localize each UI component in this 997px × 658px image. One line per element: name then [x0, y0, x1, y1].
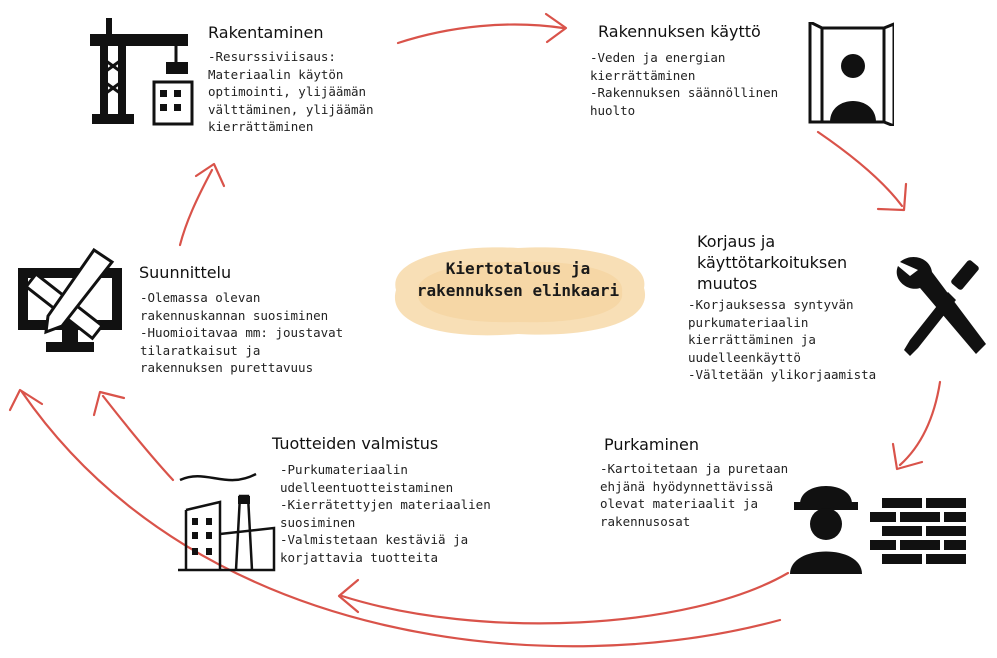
arrow-use-to-repair — [816, 130, 904, 208]
stage-items-suunnittelu: -Olemassa olevan rakennuskannan suosimin… — [140, 289, 343, 377]
stage-items-valmistus: -Purkumateriaalin udelleentuotteistamine… — [280, 461, 491, 566]
stage-title-suunnittelu: Suunnittelu — [139, 263, 232, 282]
stage-item: -Kartoitetaan ja puretaan ehjänä hyödynn… — [600, 461, 789, 529]
arrow-head-manufacturing-to-design — [92, 390, 126, 417]
stage-title-purkaminen: Purkaminen — [604, 435, 700, 454]
arrow-head-use-to-repair — [876, 182, 908, 212]
stage-title-kaytto: Rakennuksen käyttö — [598, 22, 761, 41]
stage-title-korjaus: Korjaus ja käyttötarkoituksen muutos — [697, 232, 848, 293]
arrow-design-to-build — [178, 168, 214, 247]
arrow-head-demolition-to-manufacturing — [337, 578, 360, 614]
stage-item: -Valmistetaan kestäviä ja korjattavia tu… — [280, 532, 469, 565]
stage-item: -Korjauksessa syntyvän purkumateriaalin … — [688, 297, 854, 365]
stage-item: -Huomioitavaa mm: joustavat tilaratkaisu… — [140, 325, 344, 375]
window-person-icon — [808, 22, 894, 126]
stage-items-purkaminen: -Kartoitetaan ja puretaan ehjänä hyödynn… — [600, 460, 788, 530]
stage-item: -Rakennuksen säännöllinen huolto — [590, 85, 779, 118]
stage-item: -Purkumateriaalin udelleentuotteistamine… — [280, 462, 454, 495]
arrow-demolition-to-design — [20, 390, 782, 648]
stage-title-valmistus: Tuotteiden valmistus — [272, 434, 439, 453]
arrow-demolition-to-manufacturing — [340, 571, 790, 625]
center-title: Kiertotalous ja rakennuksen elinkaari — [416, 259, 620, 300]
factory-icon — [178, 472, 276, 572]
wrench-screwdriver-icon — [896, 257, 986, 356]
stage-items-korjaus: -Korjauksessa syntyvän purkumateriaalin … — [688, 296, 876, 384]
arrow-repair-to-demolition — [898, 380, 942, 467]
stage-item: -Vältetään ylikorjaamista — [688, 367, 877, 382]
stage-items-rakentaminen: -Resurssiviisaus: Materiaalin käytön opt… — [208, 48, 374, 136]
arrow-build-to-use — [396, 23, 565, 45]
arrow-manufacturing-to-design — [101, 394, 175, 482]
arrow-head-design-to-build — [194, 162, 226, 188]
stage-item: -Veden ja energian kierrättäminen — [590, 50, 726, 83]
worker-bricks-icon — [790, 486, 966, 574]
stage-item: -Resurssiviisaus: Materiaalin käytön opt… — [208, 49, 374, 134]
stage-item: -Kierrätettyjen materiaalien suosiminen — [280, 497, 491, 530]
arrow-head-build-to-use — [544, 12, 568, 44]
monitor-ruler-pencil-icon — [18, 247, 122, 352]
stage-items-kaytto: -Veden ja energian kierrättäminen -Raken… — [590, 49, 778, 119]
stage-title-rakentaminen: Rakentaminen — [208, 23, 324, 42]
stage-item: -Olemassa olevan rakennuskannan suosimin… — [140, 290, 329, 323]
arrow-head-repair-to-demolition — [891, 442, 924, 471]
crane-building-icon — [90, 18, 194, 126]
arrow-head-demolition-to-design — [8, 388, 44, 412]
center-blob — [394, 247, 646, 336]
